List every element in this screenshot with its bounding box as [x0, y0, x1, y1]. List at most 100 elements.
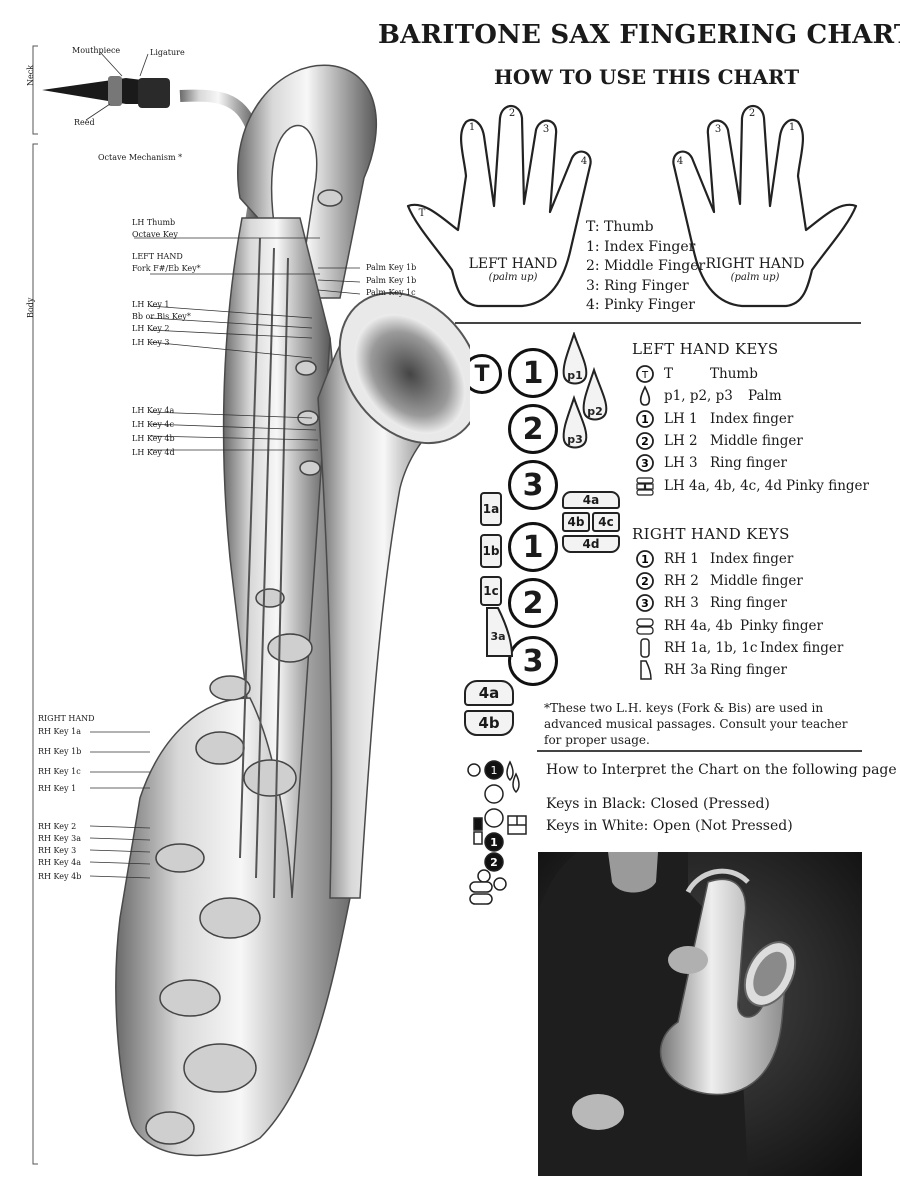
label-right-hand: RIGHT HAND — [38, 714, 95, 723]
advanced-keys-footnote: *These two L.H. keys (Fork & Bis) are us… — [544, 701, 848, 747]
svg-text:1: 1 — [490, 836, 498, 849]
key-lh-4d: 4d — [562, 535, 620, 553]
label-rh-key-2: RH Key 2 — [38, 822, 77, 831]
key-side-1a: 1a — [480, 492, 502, 526]
label-palm-key-2: Palm Key 1b — [366, 276, 417, 285]
label-rh-key-1c: RH Key 1c — [38, 767, 81, 776]
svg-text:2: 2 — [641, 435, 649, 448]
finger-legend: T: Thumb 1: Index Finger 2: Middle Finge… — [586, 219, 706, 313]
key-rh-1: 1 — [508, 522, 558, 572]
label-rh-key-4a: RH Key 4a — [38, 858, 81, 867]
key-lh-3: 3 — [508, 460, 558, 510]
palm-key-p2: p2 — [587, 405, 603, 418]
svg-text:1: 1 — [491, 764, 498, 777]
label-rh-key-3: RH Key 3 — [38, 846, 77, 855]
pinky-cluster-icon — [636, 477, 654, 496]
left-hand-finger-numbers: T12 34 — [419, 108, 588, 219]
key-lh-4b: 4b — [562, 512, 590, 532]
svg-text:4: 4 — [677, 156, 683, 167]
key-rh-3: 3 — [508, 636, 558, 686]
label-rh-key-1a: RH Key 1a — [38, 727, 81, 736]
label-octave-key: Octave Key — [132, 230, 178, 239]
baritone-sax-illustration — [32, 45, 470, 1165]
label-lh-key-4a: LH Key 4a — [132, 406, 175, 415]
middle-key-icon: 2 — [636, 432, 654, 450]
svg-text:3: 3 — [543, 124, 549, 135]
middle-key-icon: 2 — [636, 572, 654, 590]
label-reed: Reed — [74, 118, 95, 127]
key-lh-4a: 4a — [562, 491, 620, 509]
label-lh-key-1: LH Key 1 — [132, 300, 170, 309]
key-rh-4a: 4a — [464, 680, 514, 706]
left-hand-label: LEFT HAND (palm up) — [468, 256, 558, 283]
divider-bottom — [537, 750, 862, 752]
svg-text:2: 2 — [509, 108, 515, 119]
divider-top — [455, 322, 861, 324]
svg-text:1: 1 — [469, 122, 475, 133]
right-hand-keys-heading: RIGHT HAND KEYS — [632, 525, 790, 543]
label-ligature: Ligature — [150, 48, 185, 57]
label-rh-key-1: RH Key 1 — [38, 784, 77, 793]
svg-text:3a: 3a — [490, 630, 505, 643]
mini-fingering-chart: 1 12 — [467, 760, 527, 905]
svg-text:2: 2 — [641, 575, 649, 588]
label-bis-key: Bb or Bis Key* — [132, 312, 191, 321]
svg-text:T: T — [641, 370, 649, 381]
label-neck: Neck — [26, 64, 35, 86]
svg-text:1: 1 — [789, 122, 795, 133]
palm-key-icon — [639, 385, 651, 406]
palm-key-p3: p3 — [567, 433, 583, 446]
palm-keys: p1 p2 p3 — [562, 332, 608, 449]
left-hand-outline — [406, 104, 592, 308]
label-lh-key-2: LH Key 2 — [132, 324, 170, 333]
label-left-hand: LEFT HAND — [132, 252, 183, 261]
interpret-heading: How to Interpret the Chart on the follow… — [546, 762, 897, 778]
rh-pinky-icon — [636, 618, 654, 635]
page-title: BARITONE SAX FINGERING CHART — [378, 20, 900, 50]
left-hand-keys-heading: LEFT HAND KEYS — [632, 340, 779, 358]
label-palm-key-3: Palm Key 1c — [366, 288, 416, 297]
thumb-key-icon: T — [636, 365, 654, 383]
label-lh-key-4b: LH Key 4b — [132, 434, 175, 443]
label-octave-mechanism: Octave Mechanism * — [98, 153, 183, 162]
player-photo — [538, 852, 862, 1176]
label-body: Body — [26, 297, 35, 318]
key-lh-2: 2 — [508, 404, 558, 454]
right-hand-label: RIGHT HAND (palm up) — [705, 256, 805, 283]
right-hand-outline — [672, 104, 858, 308]
key-side-1b: 1b — [480, 534, 502, 568]
key-rh-4b: 4b — [464, 710, 514, 736]
svg-text:1: 1 — [641, 413, 649, 426]
key-rh-2: 2 — [508, 578, 558, 628]
key-side-1c: 1c — [480, 576, 502, 606]
svg-text:3: 3 — [641, 457, 649, 470]
side-key-icon — [640, 638, 650, 658]
svg-text:1: 1 — [641, 553, 649, 566]
key-rh-side-3a: 3a — [486, 607, 514, 657]
label-mouthpiece: Mouthpiece — [72, 46, 121, 55]
page-subtitle: HOW TO USE THIS CHART — [494, 65, 800, 89]
label-rh-key-1b: RH Key 1b — [38, 747, 82, 756]
label-lh-key-4d: LH Key 4d — [132, 448, 175, 457]
label-rh-key-4b: RH Key 4b — [38, 872, 82, 881]
key-lh-1: 1 — [508, 348, 558, 398]
label-fork-key: Fork F#/Eb Key* — [132, 264, 201, 273]
svg-text:4: 4 — [581, 156, 587, 167]
key-lh-4c: 4c — [592, 512, 620, 532]
label-lh-key-4c: LH Key 4c — [132, 420, 174, 429]
keys-white-note: Keys in White: Open (Not Pressed) — [546, 818, 793, 834]
index-key-icon: 1 — [636, 410, 654, 428]
keys-black-note: Keys in Black: Closed (Pressed) — [546, 796, 770, 812]
svg-text:2: 2 — [749, 108, 755, 119]
